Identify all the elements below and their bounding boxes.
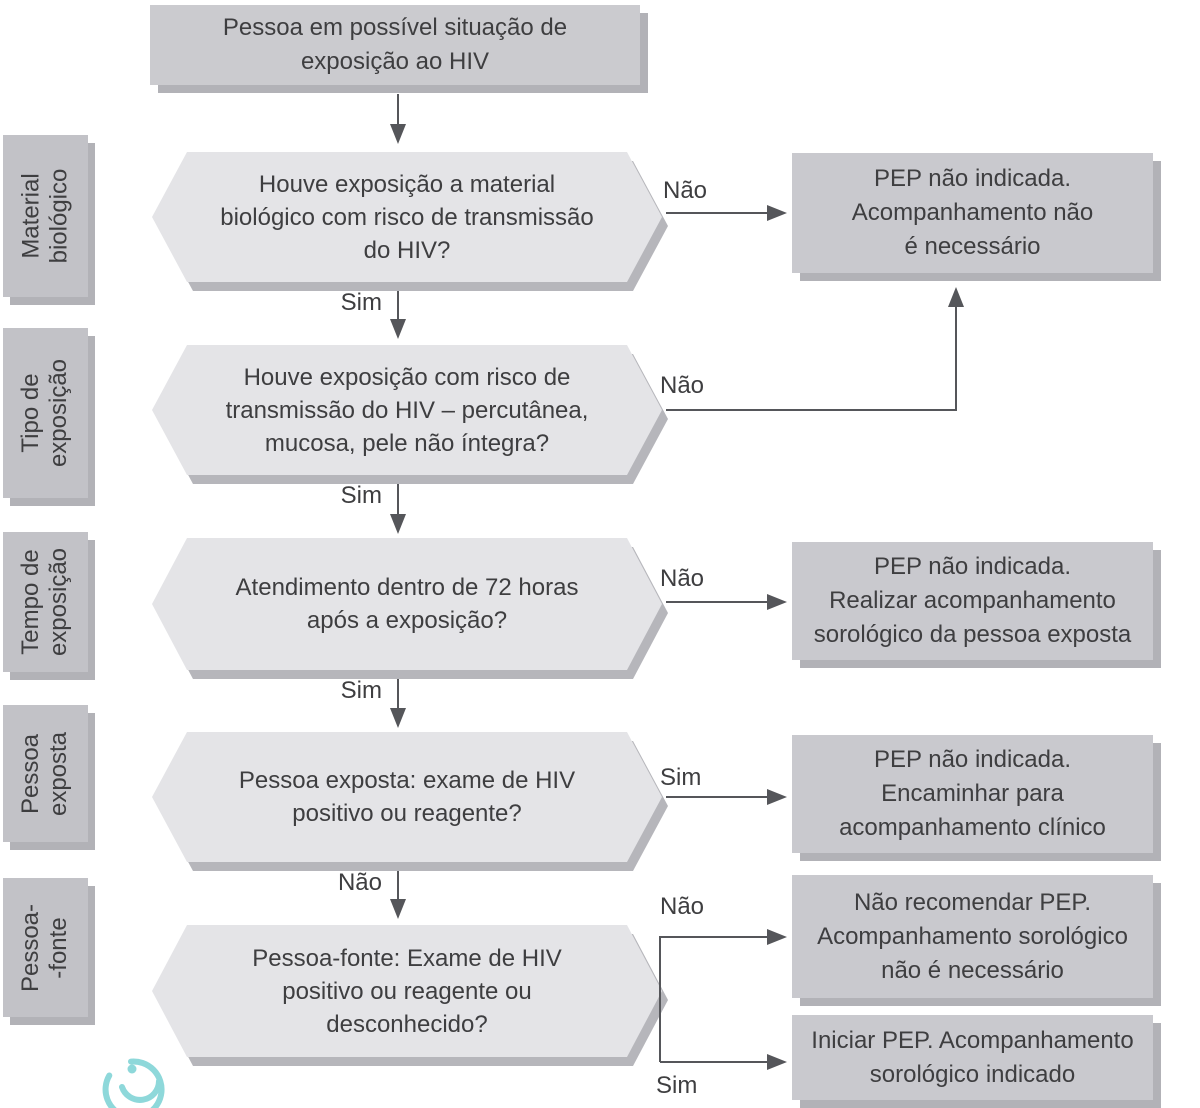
stage-box-pessoa-fonte: Pessoa- -fonte xyxy=(3,878,88,1017)
stage-box-pessoa-exposta: Pessoa exposta xyxy=(3,705,88,842)
decision-tempo-de-exposicao: Atendimento dentro de 72 horas após a ex… xyxy=(152,538,662,670)
edge-label-sim-5: Sim xyxy=(656,1072,698,1099)
edge-label-sim-2: Sim xyxy=(340,482,382,509)
edge-label-nao-1: Não xyxy=(663,177,708,204)
stage-box-material-biologico: Material biológico xyxy=(3,135,88,297)
outcome-no-pep-recommendation: Não recomendar PEP. Acompanhamento sorol… xyxy=(792,875,1153,998)
decision-question: Pessoa exposta: exame de HIV positivo ou… xyxy=(238,767,576,827)
decision-pessoa-fonte: Pessoa-fonte: Exame de HIV positivo ou r… xyxy=(152,925,662,1057)
stage-label: Pessoa exposta xyxy=(17,731,73,816)
stage-label: Tempo de exposição xyxy=(17,547,73,657)
edge-label-sim-3: Sim xyxy=(340,677,382,704)
edge-label-sim-4: Sim xyxy=(660,764,702,791)
smiley-logo-icon xyxy=(102,1058,165,1108)
outcome-text: PEP não indicada. Acompanhamento não é n… xyxy=(851,165,1094,260)
decision-material-biologico: Houve exposição a material biológico com… xyxy=(152,152,662,282)
outcome-text: PEP não indicada. Realizar acompanhament… xyxy=(813,553,1132,648)
outcome-text: Não recomendar PEP. Acompanhamento sorol… xyxy=(817,888,1128,984)
decision-question: Pessoa-fonte: Exame de HIV positivo ou r… xyxy=(252,944,562,1038)
edge-label-nao-2: Não xyxy=(660,372,705,399)
stage-label: Material biológico xyxy=(17,168,73,264)
outcome-no-pep-serology-followup: PEP não indicada. Realizar acompanhament… xyxy=(792,542,1153,660)
decision-question: Houve exposição a material biológico com… xyxy=(220,170,594,264)
outcome-text: PEP não indicada. Encaminhar para acompa… xyxy=(839,746,1106,841)
edge-label-nao-4: Não xyxy=(337,869,382,896)
decision-question: Houve exposição com risco de transmissão… xyxy=(225,363,589,457)
decision-question: Atendimento dentro de 72 horas após a ex… xyxy=(235,574,579,634)
outcome-no-pep-clinical-referral: PEP não indicada. Encaminhar para acompa… xyxy=(792,735,1153,853)
outcome-no-pep-no-followup: PEP não indicada. Acompanhamento não é n… xyxy=(792,153,1153,273)
edge-label-nao-5: Não xyxy=(660,893,705,920)
outcome-text: Iniciar PEP. Acompanhamento sorológico i… xyxy=(811,1026,1134,1088)
start-node: Pessoa em possível situação de exposição… xyxy=(150,5,640,85)
outcome-start-pep: Iniciar PEP. Acompanhamento sorológico i… xyxy=(792,1015,1153,1100)
decision-pessoa-exposta: Pessoa exposta: exame de HIV positivo ou… xyxy=(152,732,662,862)
arrow-nao-decision2-to-outcome1 xyxy=(666,287,964,411)
stage-box-tempo-de-exposicao: Tempo de exposição xyxy=(3,532,88,672)
start-node-label: Pessoa em possível situação de exposição… xyxy=(222,14,568,75)
edge-label-sim-1: Sim xyxy=(340,289,382,316)
edge-label-nao-3: Não xyxy=(660,565,705,592)
stage-label: Tipo de exposição xyxy=(17,358,73,468)
arrow-nao-decision5-to-outcome4 xyxy=(659,929,787,1062)
stage-box-tipo-de-exposicao: Tipo de exposição xyxy=(3,328,88,498)
stage-label: Pessoa- -fonte xyxy=(17,903,73,992)
decision-tipo-de-exposicao: Houve exposição com risco de transmissão… xyxy=(152,345,662,475)
